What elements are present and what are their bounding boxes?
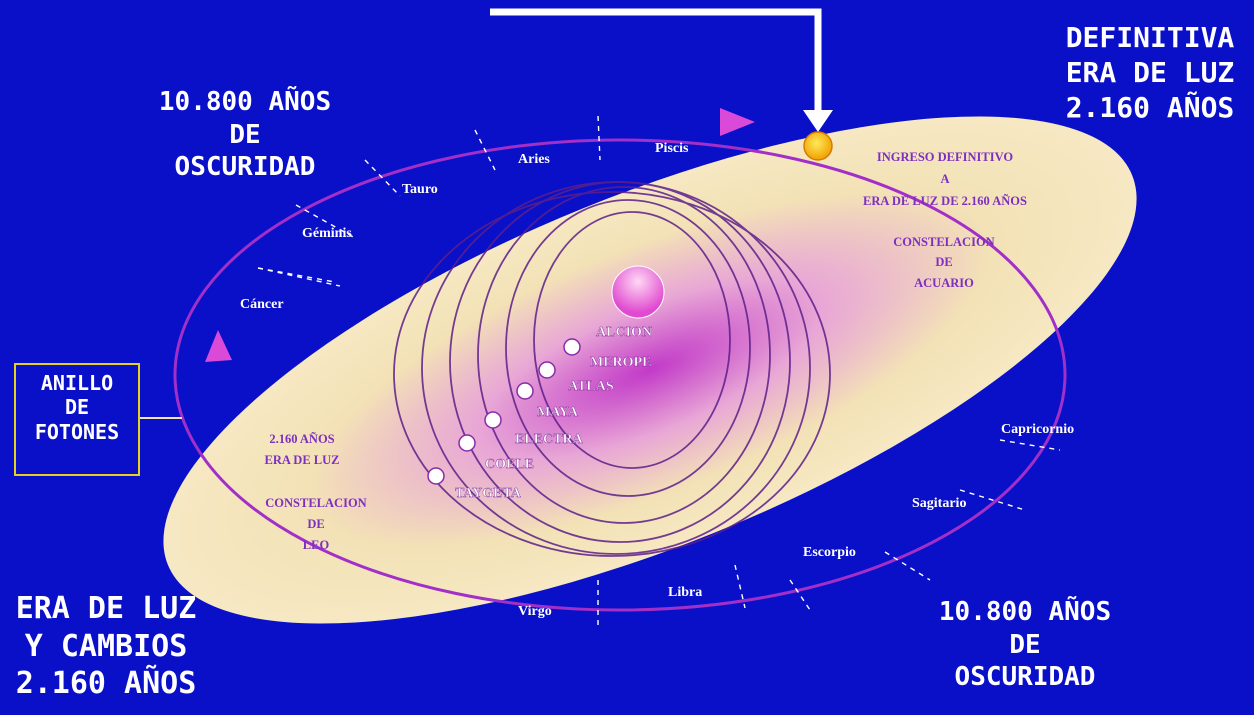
corner-br-line-2: DE (1009, 629, 1041, 660)
leo-line-3: LEO (303, 538, 330, 552)
taygeta-dot (427, 467, 445, 485)
atlas-dot (538, 361, 556, 379)
leo-era-line-1: 2.160 AÑOS (269, 432, 334, 446)
ingress-line-2: A (940, 172, 949, 186)
ingress-line-3: ERA DE LUZ DE 2.160 AÑOS (863, 194, 1027, 208)
corner-tl-line-3: OSCURIDAD (174, 152, 316, 182)
acuario-line-3: ACUARIO (914, 276, 974, 290)
corner-br-line-3: OSCURIDAD (954, 662, 1096, 692)
zodiac-virgo: Virgo (518, 604, 552, 619)
label-coele: COELE (485, 457, 534, 472)
zodiac-aries: Aries (518, 152, 550, 167)
zodiac-geminis: Géminis (302, 226, 352, 241)
corner-bottom-left-text: ERA DE LUZ Y CAMBIOS 2.160 AÑOS (6, 590, 206, 703)
sun-icon (803, 131, 833, 161)
label-electra: ELECTRA (515, 432, 584, 447)
ingress-arrow-head (803, 110, 833, 132)
zodiac-orbit (173, 138, 1067, 612)
corner-tr-line-3: 2.160 AÑOS (1065, 91, 1235, 124)
label-taygeta: TAYGETA (455, 486, 522, 501)
corner-bl-line-1: ERA DE LUZ (15, 591, 197, 626)
ingress-pointer-line (490, 8, 822, 118)
label-atlas: ATLAS (568, 379, 614, 394)
corner-top-right-text: DEFINITIVA ERA DE LUZ 2.160 AÑOS (1050, 20, 1250, 125)
zodiac-libra: Libra (668, 585, 702, 600)
corner-tl-line-2: DE (229, 119, 261, 150)
photon-label-line-1: ANILLO (40, 371, 114, 395)
corner-bl-line-3: 2.160 AÑOS (15, 666, 197, 701)
zodiac-dividers (257, 115, 1061, 628)
zodiac-cancer: Cáncer (240, 297, 284, 312)
zodiac-escorpio: Escorpio (803, 545, 856, 560)
label-alcion: ALCION (596, 325, 652, 340)
leo-era-line-2: ERA DE LUZ (264, 453, 339, 467)
alcion-star (611, 265, 665, 319)
zodiac-piscis: Piscis (655, 141, 689, 156)
leo-line-1: CONSTELACION (265, 496, 366, 510)
zodiac-tauro: Tauro (402, 182, 438, 197)
photon-ring-band (163, 116, 1137, 624)
photon-label-line-3: FOTONES (34, 419, 120, 444)
label-maya: MAYA (537, 405, 579, 420)
photon-label-line-2: DE (64, 395, 90, 420)
acuario-line-2: DE (935, 255, 952, 269)
corner-tl-line-1: 10.800 AÑOS (158, 87, 332, 117)
corner-tr-line-2: ERA DE LUZ (1065, 56, 1235, 89)
acuario-line-1: CONSTELACION (893, 235, 994, 249)
merope-dot (563, 338, 581, 356)
zodiac-capricornio: Capricornio (1001, 422, 1074, 437)
coele-dot (458, 434, 476, 452)
label-merope: MEROPE (590, 355, 651, 370)
corner-tr-line-1: DEFINITIVA (1065, 21, 1235, 54)
corner-br-line-1: 10.800 AÑOS (938, 597, 1112, 627)
orbit-arrow-top (720, 108, 755, 136)
zodiac-sagitario: Sagitario (912, 496, 966, 511)
pleiades-orbits (393, 181, 831, 557)
star-dots (427, 338, 581, 485)
corner-top-left-text: 10.800 AÑOS DE OSCURIDAD (150, 86, 340, 184)
orbit-arrow-left (205, 330, 232, 362)
leo-line-2: DE (307, 517, 324, 531)
maya-dot (516, 382, 534, 400)
corner-bl-line-2: Y CAMBIOS (24, 628, 188, 664)
photon-ring-label-box: ANILLO DE FOTONES (14, 363, 140, 476)
electra-dot (484, 411, 502, 429)
ingress-line-1: INGRESO DEFINITIVO (877, 150, 1014, 164)
corner-bottom-right-text: 10.800 AÑOS DE OSCURIDAD (930, 596, 1120, 694)
